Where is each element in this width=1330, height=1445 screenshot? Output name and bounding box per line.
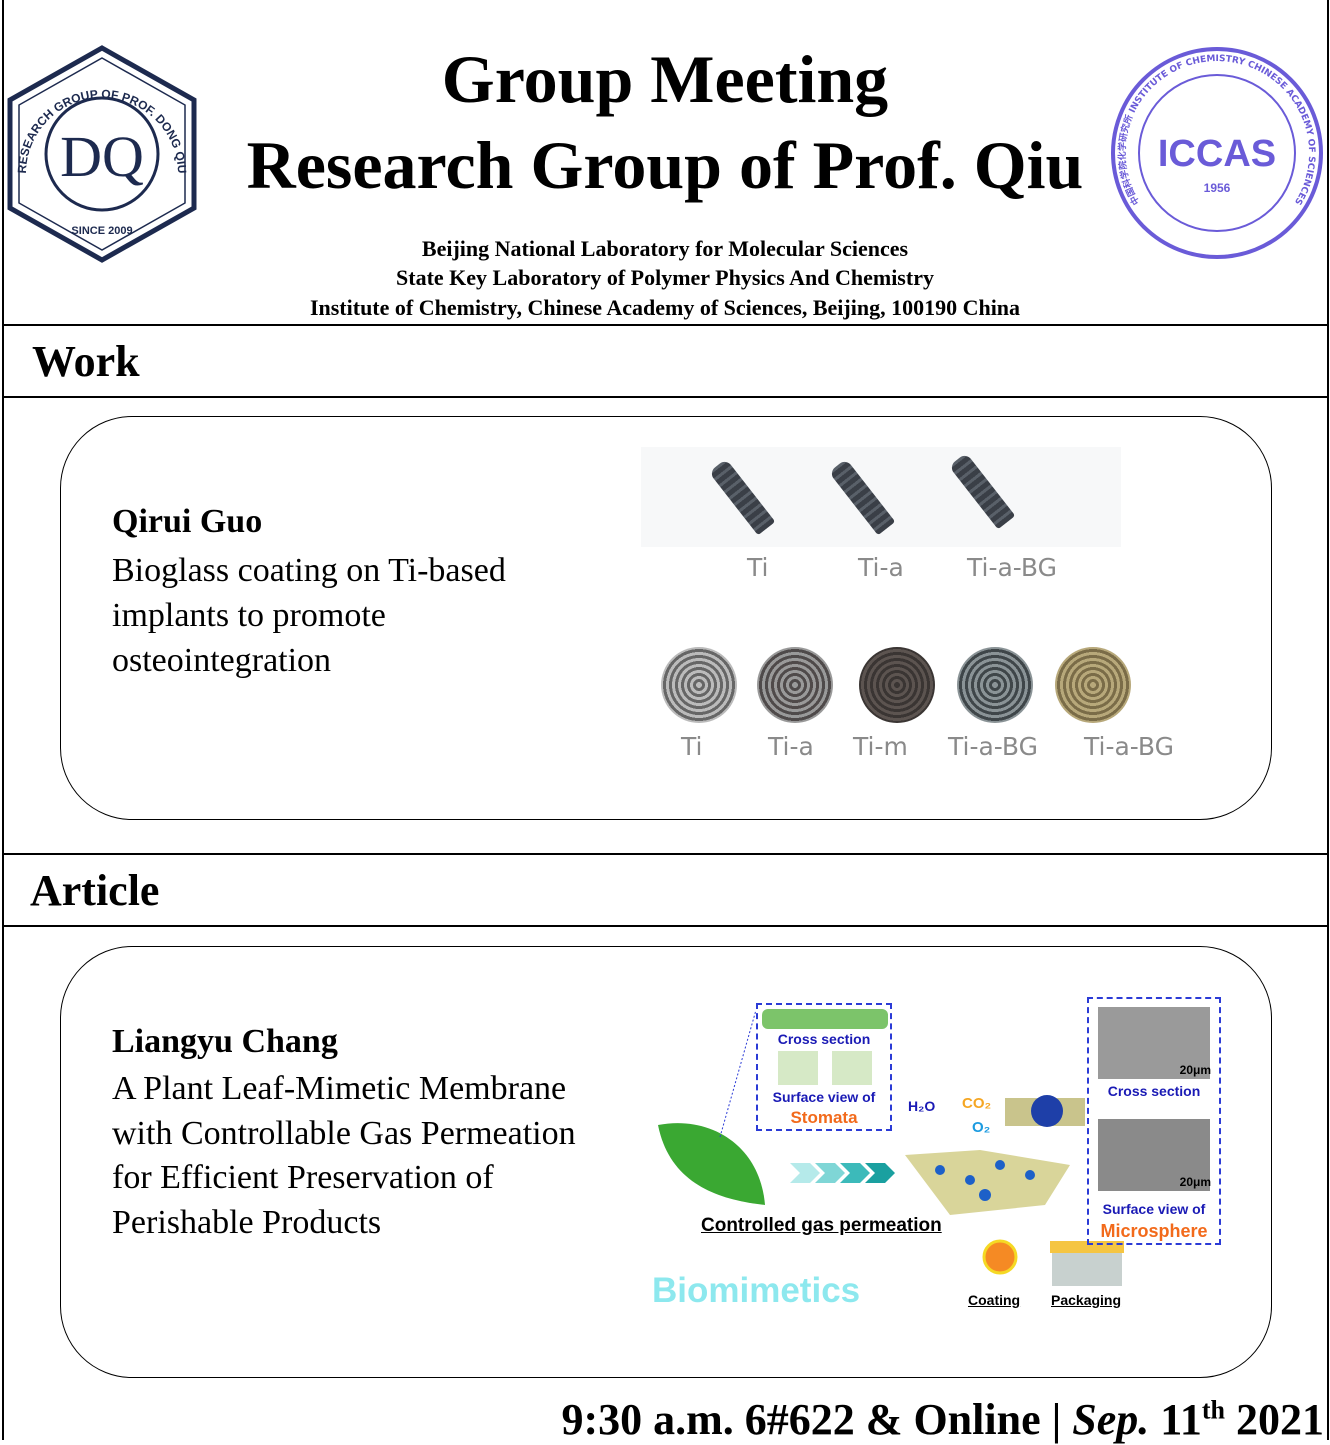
microsphere-inset: 20μm Cross section 20μm Surface view of … [1087,997,1221,1245]
article-card: Liangyu Chang A Plant Leaf-Mimetic Membr… [60,946,1272,1378]
disc-label: Ti-a-BG [948,732,1039,761]
fig-label: Surface view of [772,1089,876,1105]
article-heading: Article [30,866,160,915]
biomimetics-label: Biomimetics [652,1271,861,1310]
divider [2,925,1328,927]
package-icon [1052,1250,1122,1286]
logo-since: SINCE 2009 [71,225,132,237]
desc-line: Perishable Products [112,1203,382,1241]
fig-label: Packaging [1051,1292,1122,1308]
h2o-label: H₂O [908,1098,936,1114]
desc-line: for Efficient Preservation of [112,1159,494,1196]
divider [2,396,1328,398]
article-figure: Cross section Surface view of Stomata 20… [650,995,1230,1315]
presenter-name: Liangyu Chang [112,1023,338,1060]
membrane [905,1150,1070,1215]
fig-label: Cross section [777,1031,871,1047]
title-line1: Group Meeting [441,41,889,117]
fig-label: Controlled gas permeation [701,1215,942,1236]
footer-datetime: 9:30 a.m. 6#622 & Online | Sep. 11th 202… [562,1394,1325,1445]
divider [2,853,1328,855]
screw-label: Ti-a [858,553,904,582]
iccas-year: 1956 [1204,181,1231,195]
screw-ti-a [828,458,896,536]
work-heading: Work [32,337,140,386]
fig-label: Cross section [1107,1083,1201,1099]
disc-label: Ti-a-BG [1084,732,1175,761]
fig-label: Stomata [790,1108,858,1127]
affiliation-3: Institute of Chemistry, Chinese Academy … [309,295,1021,320]
work-card: Qirui Guo Bioglass coating on Ti-based i… [60,416,1272,820]
right-border [1327,0,1329,1440]
disc-ti-m [859,647,935,723]
desc-line: implants to promote [112,597,386,634]
iccas-logo: ICCAS 1956 中国科学院化学研究所 INSTITUTE OF CHEMI… [1110,46,1324,260]
logo-mark: DQ [60,124,144,189]
left-border [2,0,4,1440]
article-description: A Plant Leaf-Mimetic Membrane with Contr… [112,1067,576,1245]
orange-icon [982,1239,1018,1275]
fig-label: Surface view of [1102,1201,1206,1217]
affiliation-1: Beijing National Laboratory for Molecula… [421,236,909,261]
fig-label: Coating [968,1292,1021,1308]
group-logo: DQ SINCE 2009 RESEARCH GROUP OF PROF. DO… [6,44,198,264]
disc-ti [661,647,737,723]
screw-photo [641,447,1121,547]
screw-ti [708,458,776,536]
title-line2: Research Group of Prof. Qiu [246,127,1084,203]
footer-sup: th [1201,1395,1225,1425]
figure-graphics [658,1007,1210,1286]
footer-day: 11 [1149,1395,1202,1444]
footer-month: Sep. [1072,1395,1150,1444]
desc-line: with Controllable Gas Permeation [112,1114,576,1152]
desc-line: A Plant Leaf-Mimetic Membrane [112,1070,567,1107]
disc-label: Ti [681,732,703,761]
disc-ti-a-bg-2 [1055,647,1131,723]
screw-label: Ti-a-BG [967,553,1058,582]
affiliation-2: State Key Laboratory of Polymer Physics … [396,265,934,290]
footer-year: 2021 [1225,1395,1324,1444]
scale-bar: 20μm [1179,1063,1211,1077]
scale-bar: 20μm [1179,1175,1211,1189]
leaf-icon [658,1123,765,1205]
screw-ti-a-bg [948,452,1016,530]
stomata-inset: Cross section Surface view of Stomata [756,1003,892,1131]
fig-label: Microsphere [1100,1221,1208,1241]
iccas-name: ICCAS [1158,133,1276,175]
desc-line: osteointegration [112,642,332,679]
disc-ti-a [757,647,833,723]
presenter-name: Qirui Guo [112,503,263,540]
desc-line: Bioglass coating on Ti-based [112,552,506,589]
disc-label: Ti-m [853,732,908,761]
divider [2,324,1328,326]
co2-label: CO₂ [962,1095,992,1112]
o2-label: O₂ [972,1119,991,1136]
screw-label: Ti [747,553,769,582]
disc-label: Ti-a [768,732,814,761]
disc-ti-a-bg [957,647,1033,723]
footer-time: 9:30 a.m. 6#622 & Online | [561,1395,1073,1444]
work-description: Bioglass coating on Ti-based implants to… [112,548,506,683]
